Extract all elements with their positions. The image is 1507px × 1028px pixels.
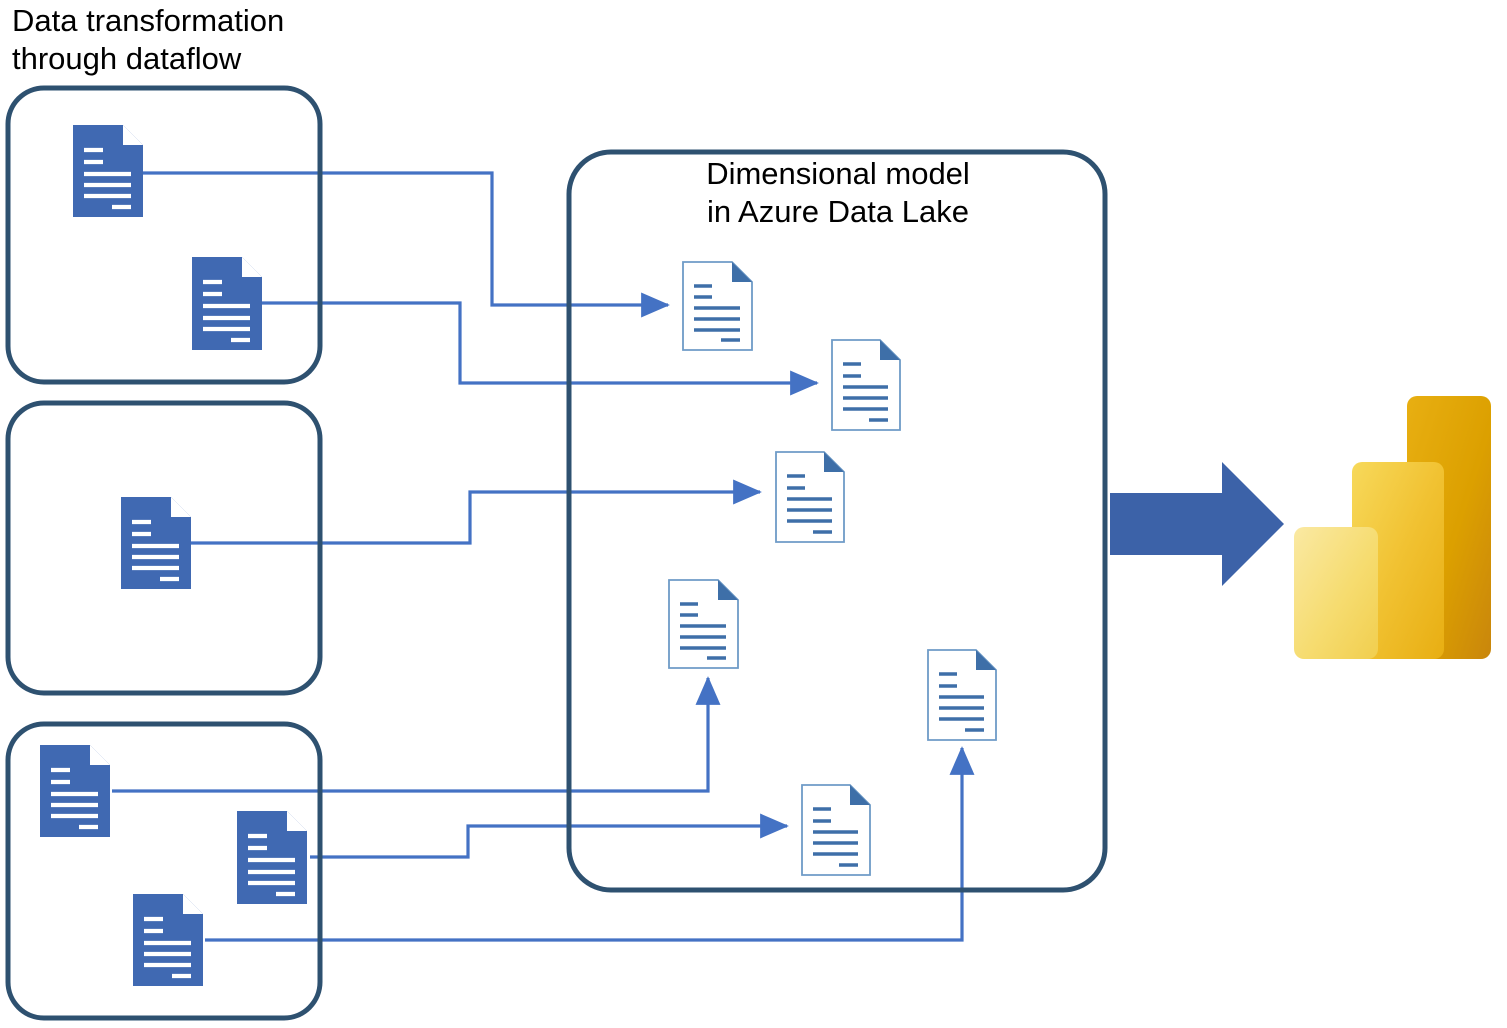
source-group-1-container[interactable] [5, 85, 323, 385]
lake-document-4[interactable] [668, 579, 739, 669]
flow-to-powerbi-arrow [1110, 462, 1284, 586]
connector-2-1-to-lake-3 [191, 479, 762, 545]
source-document-2-1[interactable] [121, 497, 191, 589]
connector-1-2-to-lake-2 [262, 301, 819, 396]
container-layer [5, 85, 1108, 1021]
connector-3-1-to-lake-4 [112, 676, 721, 793]
source-document-1-2[interactable] [192, 257, 262, 350]
lake-documents-layer [668, 261, 997, 876]
connector-layer [112, 171, 975, 942]
source-group-3-container[interactable] [5, 721, 323, 1021]
source-group-2-container[interactable] [5, 400, 323, 696]
connector-3-3-to-lake-5 [205, 746, 975, 942]
connector-3-2-to-lake-6 [310, 813, 789, 859]
lake-document-1[interactable] [682, 261, 753, 351]
lake-document-2[interactable] [831, 339, 901, 431]
source-document-3-3[interactable] [133, 894, 203, 986]
source-document-1-1[interactable] [73, 125, 143, 217]
lake-document-6[interactable] [801, 784, 871, 876]
source-document-3-2[interactable] [237, 811, 307, 904]
dimensional-model-container[interactable] [566, 149, 1108, 893]
source-document-3-1[interactable] [40, 745, 110, 837]
powerbi-bar-small [1294, 527, 1378, 659]
source-documents-layer [40, 125, 307, 986]
lake-document-3[interactable] [775, 451, 845, 543]
power-bi-logo [1294, 396, 1491, 659]
lake-document-5[interactable] [927, 649, 997, 741]
